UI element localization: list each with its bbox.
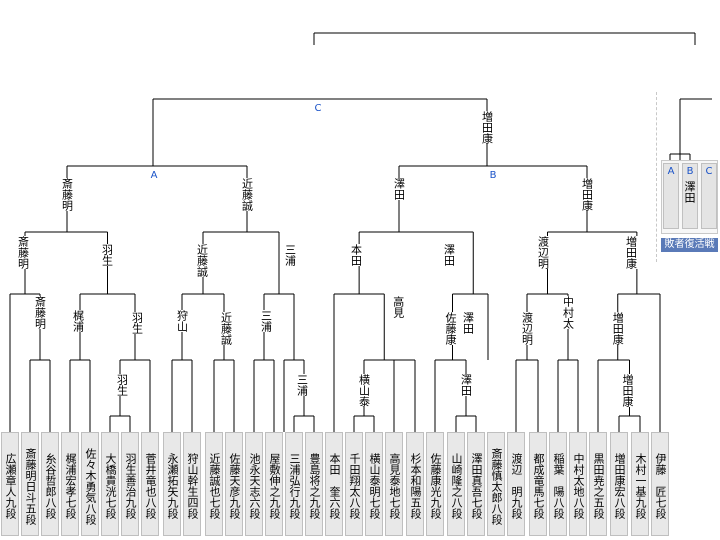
winner-label: 増田康 [580, 178, 594, 211]
winner-label: 三浦 [259, 310, 273, 332]
player-name: 池永天志六段 [245, 432, 263, 536]
winner-label: 三浦 [295, 374, 309, 396]
revival-slot-c [701, 163, 717, 229]
player-name: 高見泰地七段 [385, 432, 403, 536]
player-name: 渡辺 明九段 [507, 432, 525, 536]
winner-label: 澤田 [442, 244, 456, 266]
winner-label: 斎藤明 [60, 178, 74, 211]
player-name: 梶浦宏孝七段 [61, 432, 79, 536]
player-name: 三浦弘行九段 [285, 432, 303, 536]
winner-label: 高見 [391, 296, 405, 318]
winner-label: 近藤誠 [240, 178, 254, 211]
player-name: 黒田尭之五段 [589, 432, 607, 536]
player-name: 大橋貴洸七段 [101, 432, 119, 536]
player-name: 都成竜馬七段 [529, 432, 547, 536]
player-name: 杉本和陽五段 [406, 432, 424, 536]
player-name: 菅井竜也八段 [141, 432, 159, 536]
winner-label: 増田康 [621, 374, 634, 407]
revival-slot-b [682, 163, 698, 229]
player-name: 稲葉 陽八段 [549, 432, 567, 536]
section-divider [656, 92, 657, 262]
winner-label: 澤田 [461, 312, 475, 334]
winner-label: 梶浦 [71, 310, 85, 332]
winner-label: 澤田 [392, 178, 406, 200]
player-name: 千田翔太八段 [345, 432, 363, 536]
revival-caption: 敗者復活戦 [661, 238, 718, 252]
winner-label: 斎藤明 [16, 236, 30, 269]
block-label-a: A [150, 170, 158, 181]
winner-label: 狩山 [175, 310, 189, 332]
player-name: 豊島将之九段 [305, 432, 323, 536]
winner-label: 羽生 [130, 312, 144, 334]
winner-label: 佐藤康 [444, 312, 457, 345]
player-name: 佐々木勇気八段 [81, 432, 99, 536]
winner-label: 本田 [349, 244, 363, 266]
revival-slot-a [663, 163, 679, 229]
revival-label-b: B [686, 166, 694, 177]
winner-label: 羽生 [100, 244, 114, 266]
winner-label: 近藤誠 [219, 312, 233, 345]
player-name: 糸谷哲郎八段 [41, 432, 59, 536]
player-name: 佐藤天彦九段 [225, 432, 243, 536]
player-name: 木村一基九段 [631, 432, 649, 536]
winner-label: 斎藤明 [33, 296, 47, 329]
player-name: 横山泰明七段 [365, 432, 383, 536]
player-name: 広瀬章人九段 [1, 432, 19, 536]
player-name: 斎藤慎太郎八段 [487, 432, 505, 536]
player-name: 増田康宏八段 [610, 432, 628, 536]
winner-label: 渡辺明 [520, 312, 534, 345]
winner-label: 増田康 [480, 111, 494, 144]
player-name: 羽生善治九段 [121, 432, 139, 536]
revival-label-a: A [667, 166, 675, 177]
winner-label: 横山泰 [357, 374, 371, 407]
player-name: 屋敷伸之九段 [265, 432, 283, 536]
player-name: 永瀬拓矢九段 [163, 432, 181, 536]
player-name: 佐藤康光九段 [426, 432, 444, 536]
winner-label: 渡辺明 [536, 236, 550, 269]
revival-label-c: C [705, 166, 713, 177]
winner-label: 近藤誠 [195, 244, 209, 277]
winner-label: 増田康 [611, 312, 625, 345]
winner-label: 増田康 [624, 236, 638, 269]
block-label-c: C [314, 103, 322, 114]
player-name: 狩山幹生四段 [183, 432, 201, 536]
player-name: 斎藤明日斗五段 [21, 432, 39, 536]
player-name: 近藤誠也七段 [205, 432, 223, 536]
winner-label: 澤田 [459, 374, 473, 396]
block-label-b: B [489, 170, 497, 181]
revival-winner: 澤田 [683, 181, 696, 203]
player-name: 中村太地八段 [569, 432, 587, 536]
player-name: 本田 奎六段 [325, 432, 343, 536]
player-name: 伊藤 匠七段 [651, 432, 669, 536]
winner-label: 三浦 [283, 244, 297, 266]
winner-label: 羽生 [115, 374, 129, 396]
winner-label: 中村太 [561, 296, 575, 329]
player-name: 澤田真吾七段 [467, 432, 485, 536]
player-name: 山崎隆之八段 [447, 432, 465, 536]
